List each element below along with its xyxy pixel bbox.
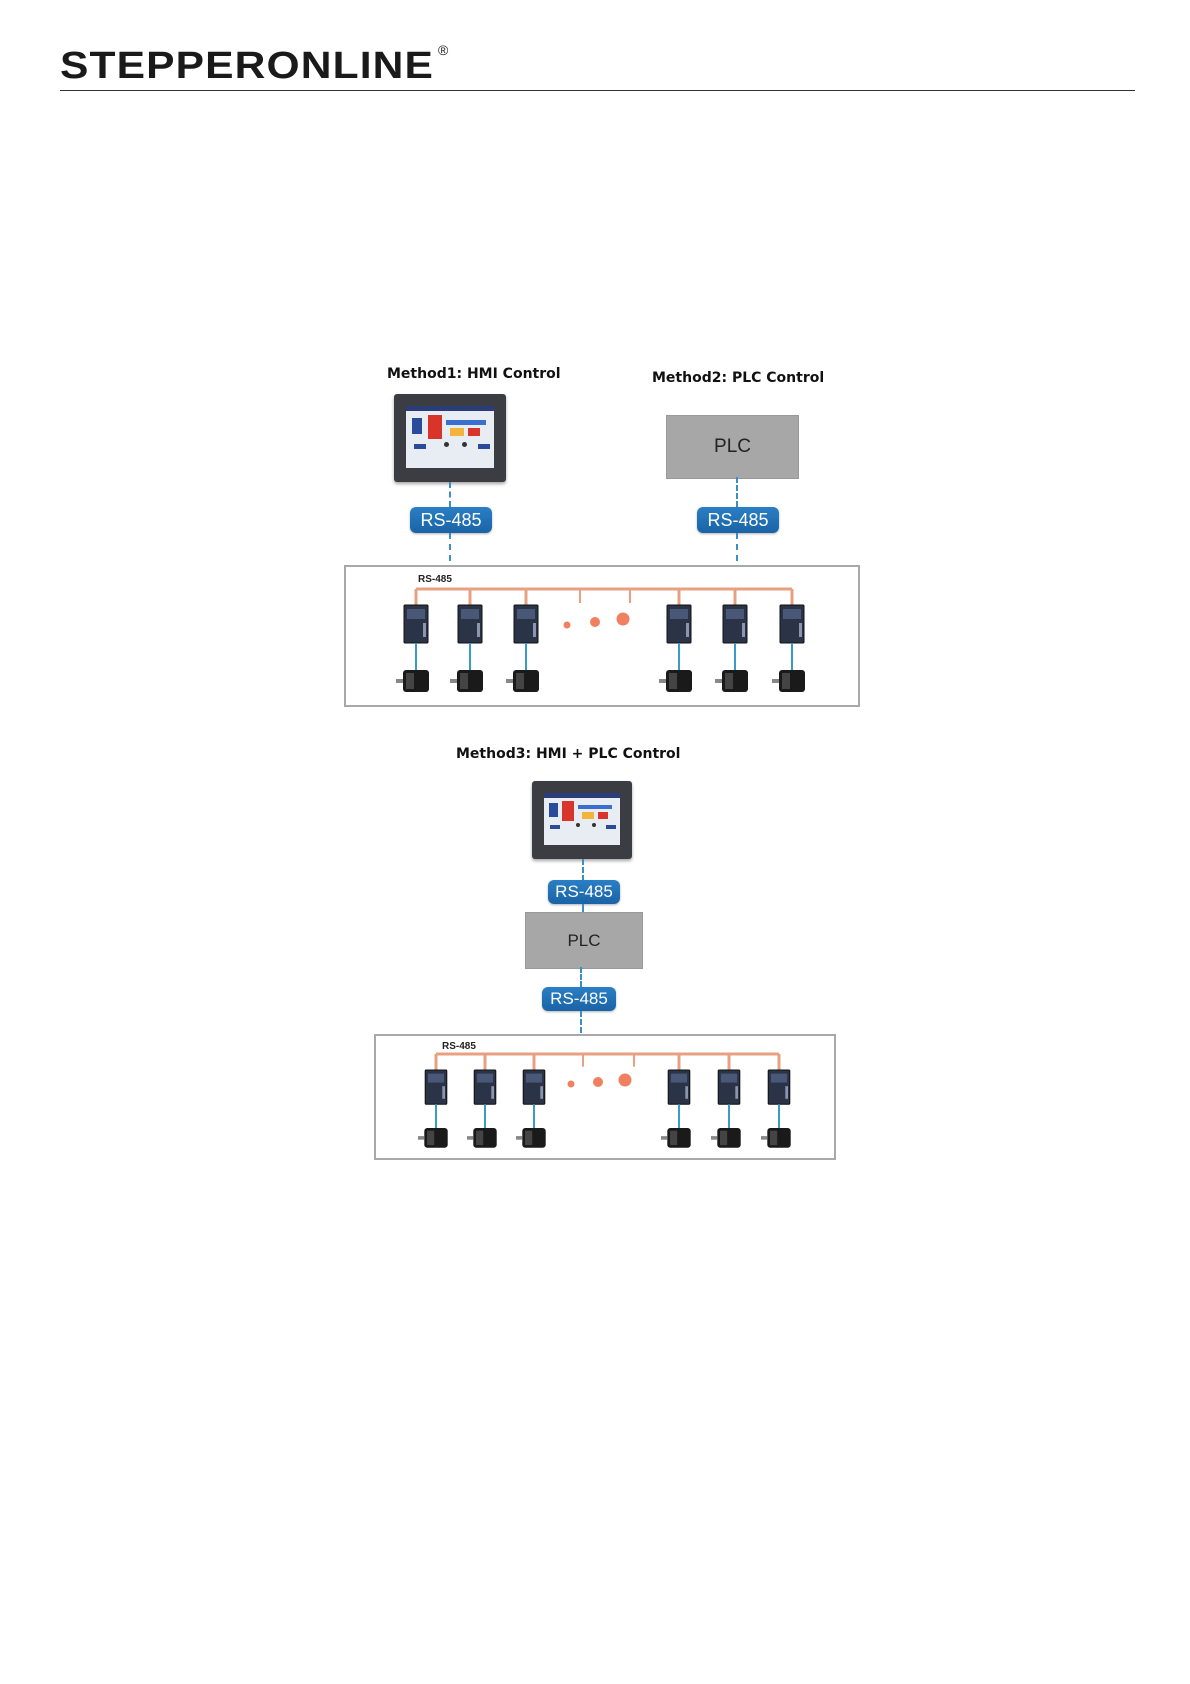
motor-face — [406, 673, 414, 689]
method2-title: Method2: PLC Control — [652, 370, 824, 386]
method3-rs485-badge-top: RS-485 — [548, 880, 620, 904]
motor-face — [460, 673, 468, 689]
driver-label-plate — [670, 609, 688, 619]
motor-shaft — [506, 679, 513, 683]
motor-face — [770, 1131, 777, 1145]
ellipsis-dot — [568, 1081, 575, 1088]
driver-terminal — [477, 623, 480, 637]
method3-link-lower — [580, 1011, 582, 1033]
driver-terminal — [785, 1086, 788, 1099]
method3-link-hmi — [582, 859, 584, 881]
motor-shaft — [661, 1136, 667, 1140]
motor-shaft — [761, 1136, 767, 1140]
registered-mark: ® — [438, 42, 448, 58]
driver-terminal — [442, 1086, 445, 1099]
driver-terminal — [423, 623, 426, 637]
method2-plc-box: PLC — [666, 415, 799, 479]
ellipsis-dot — [590, 617, 600, 627]
driver-label-plate — [461, 609, 479, 619]
motor-face — [525, 1131, 532, 1145]
motor-shaft — [516, 1136, 522, 1140]
driver-terminal — [533, 623, 536, 637]
method1-link-lower — [449, 533, 451, 561]
driver-label-plate — [407, 609, 425, 619]
motor-face — [516, 673, 524, 689]
method3-title: Method3: HMI + PLC Control — [456, 746, 680, 762]
driver-label-plate — [783, 609, 801, 619]
header-rule — [60, 90, 1135, 91]
method1-link-upper — [449, 482, 451, 507]
driver-label-plate — [428, 1074, 444, 1083]
method3-rs485-badge-bottom: RS-485 — [542, 987, 616, 1011]
motor-face — [782, 673, 790, 689]
method2-link-lower — [736, 533, 738, 561]
driver-label-plate — [721, 1074, 737, 1083]
driver-label-plate — [726, 609, 744, 619]
motor-face — [669, 673, 677, 689]
motor-face — [670, 1131, 677, 1145]
motor-shaft — [396, 679, 403, 683]
method3-plc-box: PLC — [525, 912, 643, 969]
driver-label-plate — [526, 1074, 542, 1083]
method3-hmi-panel — [532, 781, 632, 859]
motor-face — [720, 1131, 727, 1145]
driver-terminal — [540, 1086, 543, 1099]
hmi-screen — [406, 406, 494, 468]
method3-link-mid — [582, 904, 584, 912]
motor-shaft — [715, 679, 722, 683]
network2-diagram — [376, 1036, 834, 1158]
method3-network-frame: RS-485 — [374, 1034, 836, 1160]
motor-shaft — [467, 1136, 473, 1140]
motor-shaft — [659, 679, 666, 683]
ellipsis-dot — [593, 1077, 603, 1087]
motor-face — [725, 673, 733, 689]
driver-label-plate — [771, 1074, 787, 1083]
method1-hmi-panel — [394, 394, 506, 482]
motor-shaft — [418, 1136, 424, 1140]
driver-terminal — [686, 623, 689, 637]
driver-label-plate — [477, 1074, 493, 1083]
ellipsis-dot — [619, 1074, 632, 1087]
method2-link-upper — [736, 477, 738, 507]
driver-terminal — [735, 1086, 738, 1099]
method3-plc-label: PLC — [567, 931, 600, 951]
driver-label-plate — [671, 1074, 687, 1083]
method1-rs485-badge: RS-485 — [410, 507, 492, 533]
network1-diagram — [346, 567, 858, 705]
motor-shaft — [450, 679, 457, 683]
motor-shaft — [772, 679, 779, 683]
ellipsis-dot — [617, 613, 630, 626]
driver-label-plate — [517, 609, 535, 619]
method1-title: Method1: HMI Control — [387, 366, 561, 382]
ellipsis-dot — [564, 622, 571, 629]
driver-terminal — [685, 1086, 688, 1099]
motor-shaft — [711, 1136, 717, 1140]
method3-link-plc — [580, 967, 582, 987]
driver-terminal — [491, 1086, 494, 1099]
page-header: STEPPERONLINE ® — [60, 40, 1135, 92]
hmi-screen — [544, 793, 620, 845]
driver-terminal — [799, 623, 802, 637]
motor-face — [476, 1131, 483, 1145]
method1-2-network-frame: RS-485 — [344, 565, 860, 707]
method2-plc-label: PLC — [714, 436, 751, 458]
driver-terminal — [742, 623, 745, 637]
method2-rs485-badge: RS-485 — [697, 507, 779, 533]
brand-logo: STEPPERONLINE — [60, 44, 434, 88]
motor-face — [427, 1131, 434, 1145]
